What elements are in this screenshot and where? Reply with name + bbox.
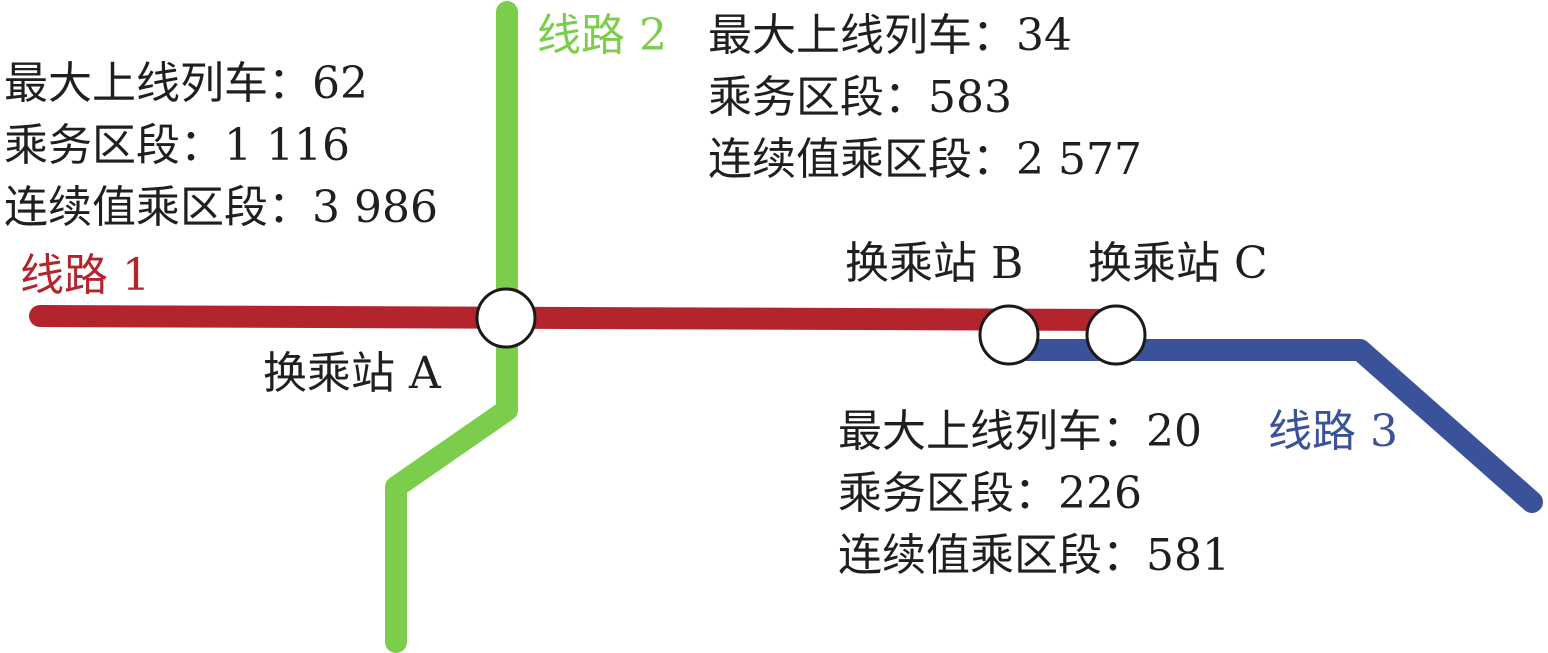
station-c-marker bbox=[1085, 304, 1147, 366]
station-b-marker bbox=[978, 304, 1040, 366]
station-a-marker bbox=[475, 287, 537, 349]
station-b-label: 换乘站 B bbox=[845, 238, 1023, 289]
line1-stat-crew-sections: 乘务区段：1 116 bbox=[4, 120, 350, 171]
line3-stat-max-trains: 最大上线列车：20 bbox=[838, 406, 1202, 457]
line2-stat-continuous-sections: 连续值乘区段：2 577 bbox=[708, 134, 1142, 185]
line3-stat-crew-sections: 乘务区段：226 bbox=[838, 468, 1142, 519]
line2-track bbox=[385, 1, 518, 653]
line1-stats: 最大上线列车：62 乘务区段：1 116 连续值乘区段：3 986 bbox=[4, 58, 438, 233]
line2-stat-max-trains: 最大上线列车：34 bbox=[708, 10, 1072, 61]
line2-stats: 最大上线列车：34 乘务区段：583 连续值乘区段：2 577 bbox=[708, 10, 1142, 185]
line1-stat-max-trains: 最大上线列车：62 bbox=[4, 58, 368, 109]
line1-name: 线路 1 bbox=[20, 250, 150, 301]
station-a-label: 换乘站 A bbox=[263, 348, 442, 399]
station-c-label: 换乘站 C bbox=[1088, 238, 1268, 289]
line3-name: 线路 3 bbox=[1268, 406, 1398, 457]
line1-track bbox=[29, 305, 1129, 331]
line3-stat-continuous-sections: 连续值乘区段：581 bbox=[838, 530, 1230, 581]
line2-stat-crew-sections: 乘务区段：583 bbox=[708, 72, 1012, 123]
line1-stat-continuous-sections: 连续值乘区段：3 986 bbox=[4, 182, 438, 233]
line3-stats: 最大上线列车：20 乘务区段：226 连续值乘区段：581 bbox=[838, 406, 1230, 581]
line2-name: 线路 2 bbox=[537, 10, 667, 61]
